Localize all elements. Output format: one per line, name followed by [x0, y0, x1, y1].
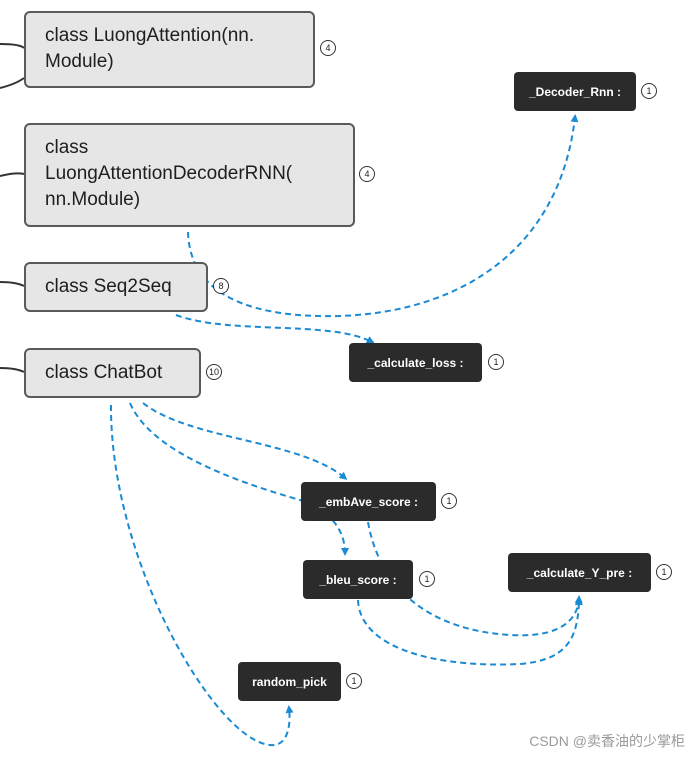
relation-chatbot-to-embave-score	[142, 402, 348, 480]
class-node-luong-attention-decoder-rnn[interactable]: class LuongAttentionDecoderRNN( nn.Modul…	[24, 123, 355, 227]
relation-bleu-score-to-calculate-y-pre	[357, 597, 583, 666]
function-node-bleu-score[interactable]: _bleu_score :	[303, 560, 413, 599]
class-label-line: class Seq2Seq	[45, 276, 172, 297]
branch-line-luong-attention-lower	[0, 77, 25, 89]
child-count-badge[interactable]: 1	[488, 354, 504, 370]
function-node-embave-score[interactable]: _embAve_score :	[301, 482, 436, 521]
csdn-watermark: CSDN @卖香油的少掌柜	[529, 733, 685, 749]
relation-embave-score-to-calculate-y-pre	[367, 521, 583, 637]
child-count-badge[interactable]: 10	[206, 364, 222, 380]
child-count-badge[interactable]: 8	[213, 278, 229, 294]
class-label-line: class ChatBot	[45, 362, 163, 383]
branch-line-decoder-rnn	[0, 172, 25, 177]
relation-chatbot-to-bleu-score	[129, 402, 349, 556]
child-count-badge[interactable]: 1	[441, 493, 457, 509]
child-count-badge[interactable]: 1	[346, 673, 362, 689]
function-node-calculate-loss[interactable]: _calculate_loss :	[349, 343, 482, 382]
class-node-seq2seq[interactable]: class Seq2Seq	[24, 262, 208, 312]
function-node-decoder-rnn[interactable]: _Decoder_Rnn :	[514, 72, 636, 111]
child-count-badge[interactable]: 1	[641, 83, 657, 99]
class-label-line: LuongAttentionDecoderRNN(	[45, 163, 293, 184]
class-label-line: Module)	[45, 51, 114, 72]
branch-line-luong-attention	[0, 43, 25, 49]
child-count-badge[interactable]: 4	[320, 40, 336, 56]
branch-line-seq2seq	[0, 281, 25, 287]
function-node-calculate-y-pre[interactable]: _calculate_Y_pre :	[508, 553, 651, 592]
relation-chatbot-to-random-pick	[109, 404, 294, 747]
class-node-luong-attention[interactable]: class LuongAttention(nn. Module)	[24, 11, 315, 88]
class-node-chatbot[interactable]: class ChatBot	[24, 348, 201, 398]
function-node-random-pick[interactable]: random_pick	[238, 662, 341, 701]
class-label-line: nn.Module)	[45, 189, 141, 210]
class-label-line: class	[45, 137, 89, 158]
branch-line-chatbot	[0, 367, 25, 373]
child-count-badge[interactable]: 1	[656, 564, 672, 580]
child-count-badge[interactable]: 4	[359, 166, 375, 182]
child-count-badge[interactable]: 1	[419, 571, 435, 587]
class-label-line: class LuongAttention(nn.	[45, 25, 255, 46]
relation-seq2seq-to-calculate-loss	[175, 314, 375, 344]
